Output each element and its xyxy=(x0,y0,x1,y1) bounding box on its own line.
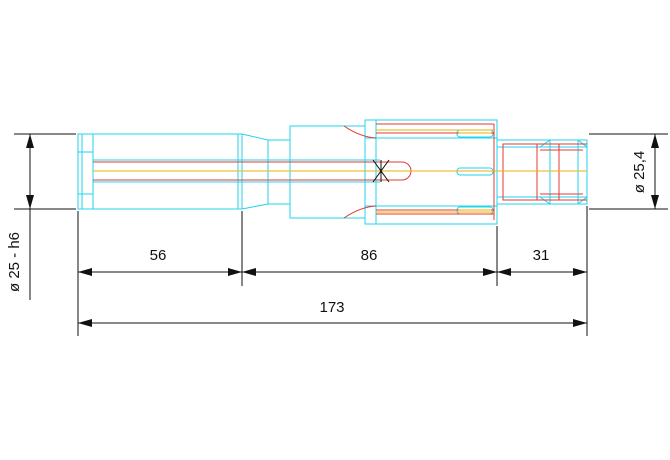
diameter-right-label: ø 25,4 xyxy=(631,151,648,194)
dimension-lines xyxy=(14,133,668,336)
dimension-86: 86 xyxy=(361,247,378,264)
dimension-31: 31 xyxy=(533,247,550,264)
shaft-outline xyxy=(77,119,588,225)
highlight-features xyxy=(93,123,587,220)
diameter-left-label: ø 25 - h6 xyxy=(6,232,23,292)
centerlines xyxy=(93,129,587,213)
dimension-173: 173 xyxy=(319,299,344,316)
dimension-56: 56 xyxy=(150,247,167,264)
cross-marker-icon xyxy=(372,159,390,183)
